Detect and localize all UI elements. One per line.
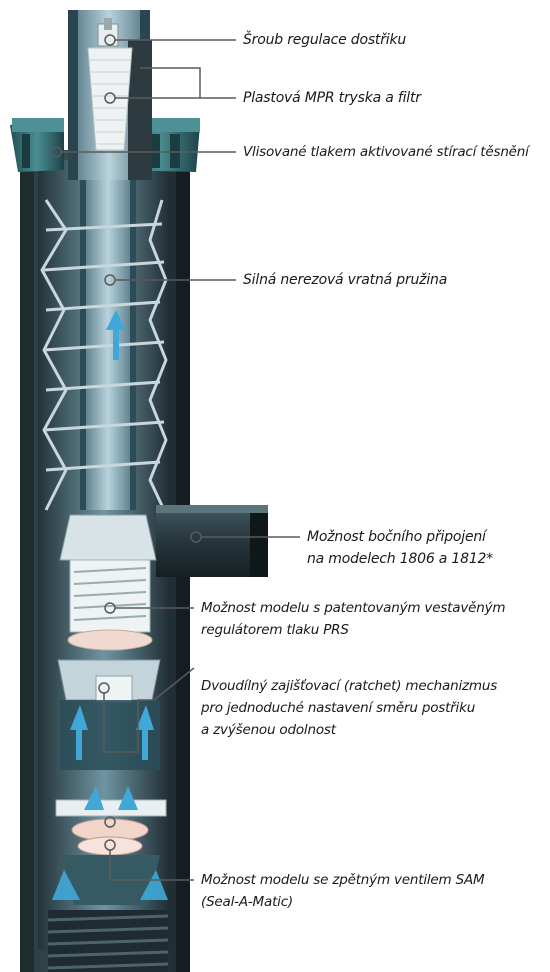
callout-line: Možnost modelu s patentovaným vestavěným: [201, 597, 505, 619]
callout-line: Možnost bočního připojení: [307, 526, 493, 548]
callout-line: Dvoudílný zajišťovací (ratchet) mechaniz…: [201, 675, 497, 697]
side-inlet: [156, 505, 268, 577]
callout-ratchet: Dvoudílný zajišťovací (ratchet) mechaniz…: [201, 675, 497, 741]
callout-line: na modelech 1806 a 1812*: [307, 548, 493, 570]
callout-wiper-seal: Vlisované tlakem aktivované stírací těsn…: [243, 141, 529, 163]
prs-regulator: [60, 515, 156, 650]
inlet-threads: [48, 910, 168, 972]
callout-line: pro jednoduché nastavení směru postřiku: [201, 697, 497, 719]
callout-line: regulátorem tlaku PRS: [201, 619, 505, 641]
callout-line: Silná nerezová vratná pružina: [243, 269, 447, 291]
callout-line: Vlisované tlakem aktivované stírací těsn…: [243, 141, 529, 163]
callout-nozzle-screw: Šroub regulace dostřiku: [243, 29, 406, 51]
callout-side-inlet: Možnost bočního připojení na modelech 18…: [307, 526, 493, 570]
callout-prs: Možnost modelu s patentovaným vestavěným…: [201, 597, 505, 641]
callout-line: Možnost modelu se zpětným ventilem SAM: [201, 869, 484, 891]
callout-line: Plastová MPR tryska a filtr: [243, 87, 421, 109]
callout-line: Šroub regulace dostřiku: [243, 29, 406, 51]
callout-mpr-nozzle: Plastová MPR tryska a filtr: [243, 87, 421, 109]
callout-line: (Seal-A-Matic): [201, 891, 484, 913]
callout-line: a zvýšenou odolnost: [201, 719, 497, 741]
callout-sam: Možnost modelu se zpětným ventilem SAM (…: [201, 869, 484, 913]
callout-spring: Silná nerezová vratná pružina: [243, 269, 447, 291]
